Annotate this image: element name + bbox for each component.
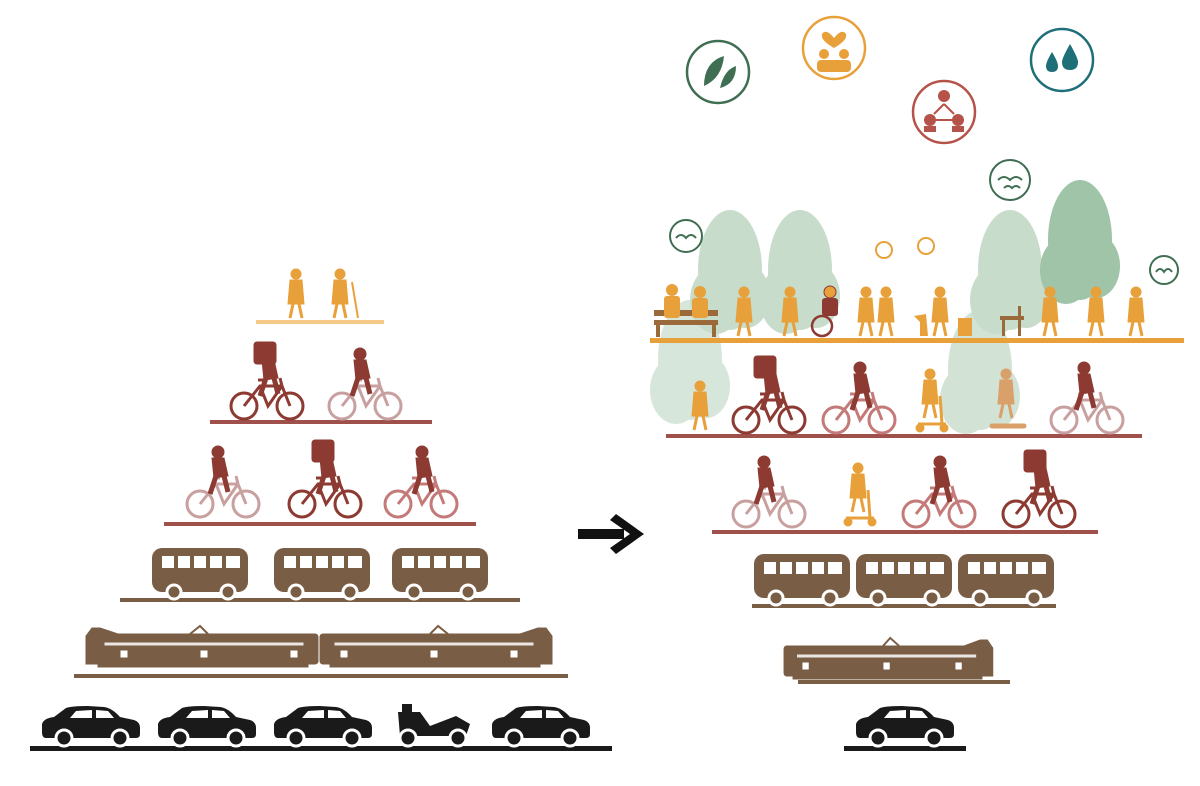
delivery-cyclist-icon bbox=[731, 355, 807, 435]
right-tier-car bbox=[844, 704, 966, 751]
pedestrian-icon bbox=[1126, 285, 1146, 338]
tier-line bbox=[752, 604, 1056, 608]
cyclist-icon bbox=[185, 446, 261, 519]
wheelchair-icon bbox=[810, 285, 838, 338]
cyclist-icon bbox=[1049, 362, 1125, 435]
left-tier-car bbox=[30, 704, 612, 751]
right-tier-bus bbox=[752, 552, 1056, 608]
cyclist-icon bbox=[731, 456, 807, 529]
pedestrian-icon bbox=[876, 285, 896, 338]
left-tier-train bbox=[74, 625, 568, 678]
tier-line bbox=[712, 530, 1098, 534]
motorcycle-icon bbox=[398, 704, 470, 748]
car-icon bbox=[854, 704, 956, 748]
bus-icon bbox=[390, 546, 490, 601]
left-tier-bus bbox=[120, 546, 520, 602]
bus-icon bbox=[752, 552, 852, 607]
tier-line bbox=[844, 746, 966, 751]
pedestrian-icon bbox=[930, 285, 950, 338]
tier-line bbox=[256, 320, 384, 324]
car-icon bbox=[156, 704, 258, 748]
pedestrian-icon bbox=[286, 267, 359, 320]
water-drops-icon bbox=[1029, 27, 1095, 93]
scooter-rider-icon bbox=[843, 461, 877, 527]
tier-line bbox=[666, 434, 1142, 438]
birds-icon bbox=[669, 219, 703, 253]
right-pyramid bbox=[650, 15, 1184, 751]
tier-line bbox=[798, 680, 1010, 684]
dog-icon bbox=[914, 314, 972, 336]
left-tier-cycling-3 bbox=[164, 439, 476, 526]
bus-icon bbox=[854, 552, 954, 607]
road-cyclist-icon bbox=[821, 362, 897, 435]
tier-line bbox=[30, 746, 612, 751]
pedestrian-icon bbox=[856, 285, 876, 338]
scooter-rider-icon bbox=[915, 367, 949, 433]
tier-line bbox=[650, 338, 1184, 343]
speech-bubble-icon bbox=[875, 237, 935, 259]
left-tier-walking bbox=[256, 267, 384, 324]
tier-line bbox=[210, 420, 432, 424]
bus-icon bbox=[272, 546, 372, 601]
tier-line bbox=[164, 522, 476, 526]
tier-line bbox=[74, 674, 568, 678]
leaf-icon bbox=[685, 39, 751, 105]
bus-icon bbox=[956, 552, 1056, 607]
delivery-cyclist-icon bbox=[1001, 449, 1077, 529]
birds-icon bbox=[1149, 255, 1179, 285]
train-icon bbox=[783, 637, 994, 680]
car-icon bbox=[40, 704, 142, 748]
right-tier-train bbox=[783, 637, 1010, 684]
left-pyramid bbox=[30, 267, 612, 751]
bus-icon bbox=[150, 546, 250, 601]
delivery-cyclist-icon bbox=[229, 341, 305, 421]
transition-arrow bbox=[578, 514, 644, 554]
road-cyclist-icon bbox=[901, 456, 977, 529]
birds-icon bbox=[989, 159, 1031, 201]
car-icon bbox=[490, 704, 592, 748]
left-tier-cycling-2 bbox=[210, 341, 432, 424]
train-icon bbox=[85, 625, 553, 668]
skateboarder-icon bbox=[989, 367, 1027, 429]
right-tier-cycling-2 bbox=[666, 355, 1142, 438]
road-cyclist-icon bbox=[383, 446, 459, 519]
community-network-icon bbox=[911, 79, 977, 145]
cyclist-icon bbox=[327, 348, 403, 421]
right-tier-cycling-3 bbox=[712, 449, 1098, 534]
family-heart-icon bbox=[801, 15, 867, 81]
delivery-cyclist-icon bbox=[287, 439, 363, 519]
tier-line bbox=[120, 598, 520, 602]
bench-icon bbox=[1000, 306, 1024, 336]
right-tier-walking bbox=[650, 237, 1184, 343]
bench-icon bbox=[654, 284, 718, 337]
car-icon bbox=[272, 704, 374, 748]
